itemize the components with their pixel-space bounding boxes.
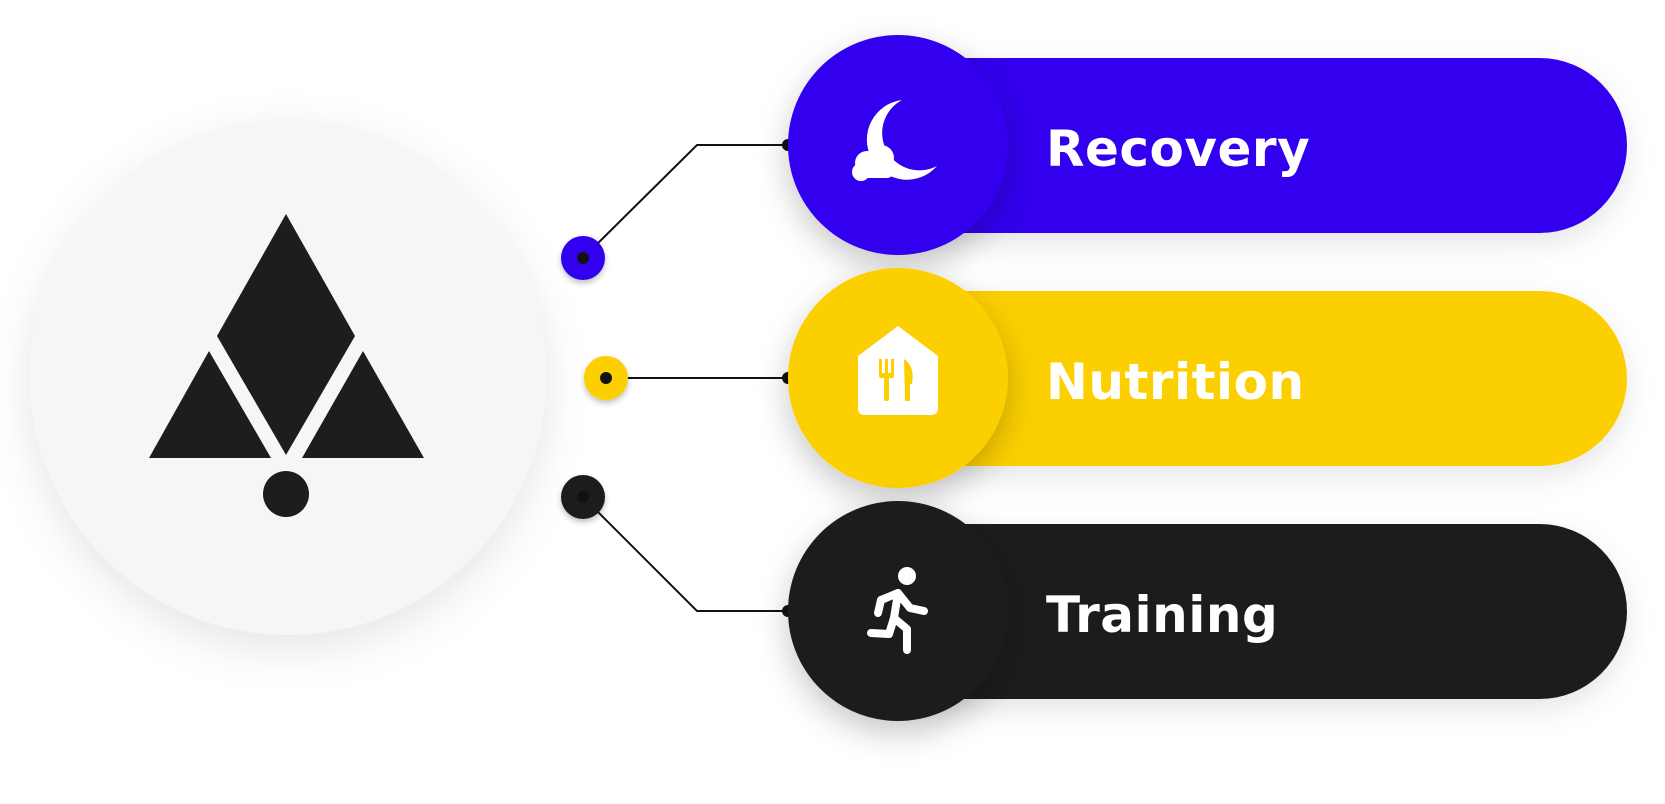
branch-nutrition: Nutrition — [788, 268, 1627, 488]
running-person-icon — [867, 567, 928, 654]
branch-pill — [858, 291, 1627, 466]
connector-recovery — [561, 139, 794, 280]
branch-pill — [858, 524, 1627, 699]
branch-label-nutrition: Nutrition — [1046, 353, 1305, 411]
moon-cloud-icon — [852, 100, 937, 181]
logo-dot — [263, 471, 309, 517]
triangles-logo-icon — [149, 214, 424, 517]
hub — [30, 119, 546, 635]
branch-pill — [858, 58, 1627, 233]
fork-knife-cutout — [879, 359, 913, 401]
branch-recovery: Recovery — [788, 35, 1627, 255]
branch-label-recovery: Recovery — [1046, 120, 1310, 178]
connector-training — [561, 475, 794, 617]
logo-right-triangle — [302, 351, 424, 458]
logo-left-triangle — [149, 351, 271, 458]
connector-line — [582, 144, 788, 259]
branch-icon-circle — [788, 35, 1008, 255]
connector-tip — [577, 491, 589, 503]
connector-nutrition — [584, 356, 794, 400]
connector-line — [582, 496, 788, 612]
connector-tip — [577, 252, 589, 264]
logo-top-diamond — [217, 214, 355, 455]
connectors — [561, 139, 794, 617]
branch-label-training: Training — [1046, 586, 1278, 644]
connector-tip — [600, 372, 612, 384]
restaurant-house-icon — [858, 326, 938, 415]
branch-training: Training — [788, 501, 1627, 721]
